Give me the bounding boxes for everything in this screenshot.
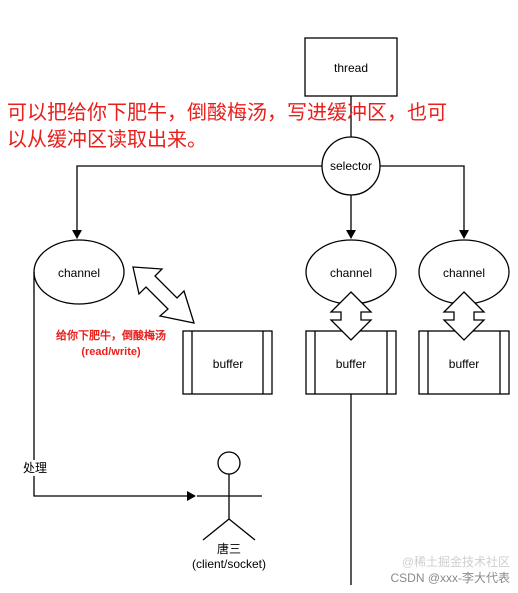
left-op-line2: (read/write)	[81, 346, 141, 358]
person-name: 唐三	[217, 541, 241, 556]
channel-person-edge	[33, 272, 196, 501]
channel-buffer-left-double-arrow	[132, 266, 195, 324]
juejin-watermark: @稀土掘金技术社区	[402, 554, 510, 569]
channel-left-label: channel	[58, 266, 100, 280]
person-actor-icon	[197, 451, 262, 541]
channel-buffer-right-double-arrow	[442, 291, 486, 341]
buffer-left-label: buffer	[213, 357, 243, 371]
channel-right-label: channel	[443, 266, 485, 280]
buffer-right-node: buffer	[418, 330, 510, 395]
selector-label: selector	[330, 159, 372, 173]
buffer-right-label: buffer	[449, 357, 479, 371]
annotation-line2: 以从缓冲区读取出来。	[7, 128, 207, 151]
edge-label-bg	[22, 460, 48, 476]
csdn-watermark: CSDN @xxx-李大代表	[390, 570, 510, 585]
channel-left-node: channel	[33, 239, 125, 305]
buffer-mid-node: buffer	[305, 330, 397, 395]
thread-label: thread	[334, 61, 368, 75]
channel-right-node: channel	[418, 239, 510, 305]
selector-left-edge	[72, 165, 322, 239]
edge-label: 处理	[23, 461, 47, 475]
buffer-mid-label: buffer	[336, 357, 366, 371]
channel-mid-label: channel	[330, 266, 372, 280]
selector-right-edge	[380, 165, 469, 239]
annotation-line1: 可以把给你下肥牛，倒酸梅汤，写进缓冲区，也可	[7, 101, 447, 124]
channel-mid-node: channel	[305, 239, 397, 305]
selector-node: selector	[321, 136, 381, 196]
thread-node: thread	[304, 37, 398, 97]
person-role: (client/socket)	[192, 557, 266, 571]
channel-buffer-mid-double-arrow	[329, 291, 373, 341]
buffer-left-node: buffer	[182, 330, 273, 395]
left-op-line1: 给你下肥牛，倒酸梅汤	[56, 328, 166, 342]
